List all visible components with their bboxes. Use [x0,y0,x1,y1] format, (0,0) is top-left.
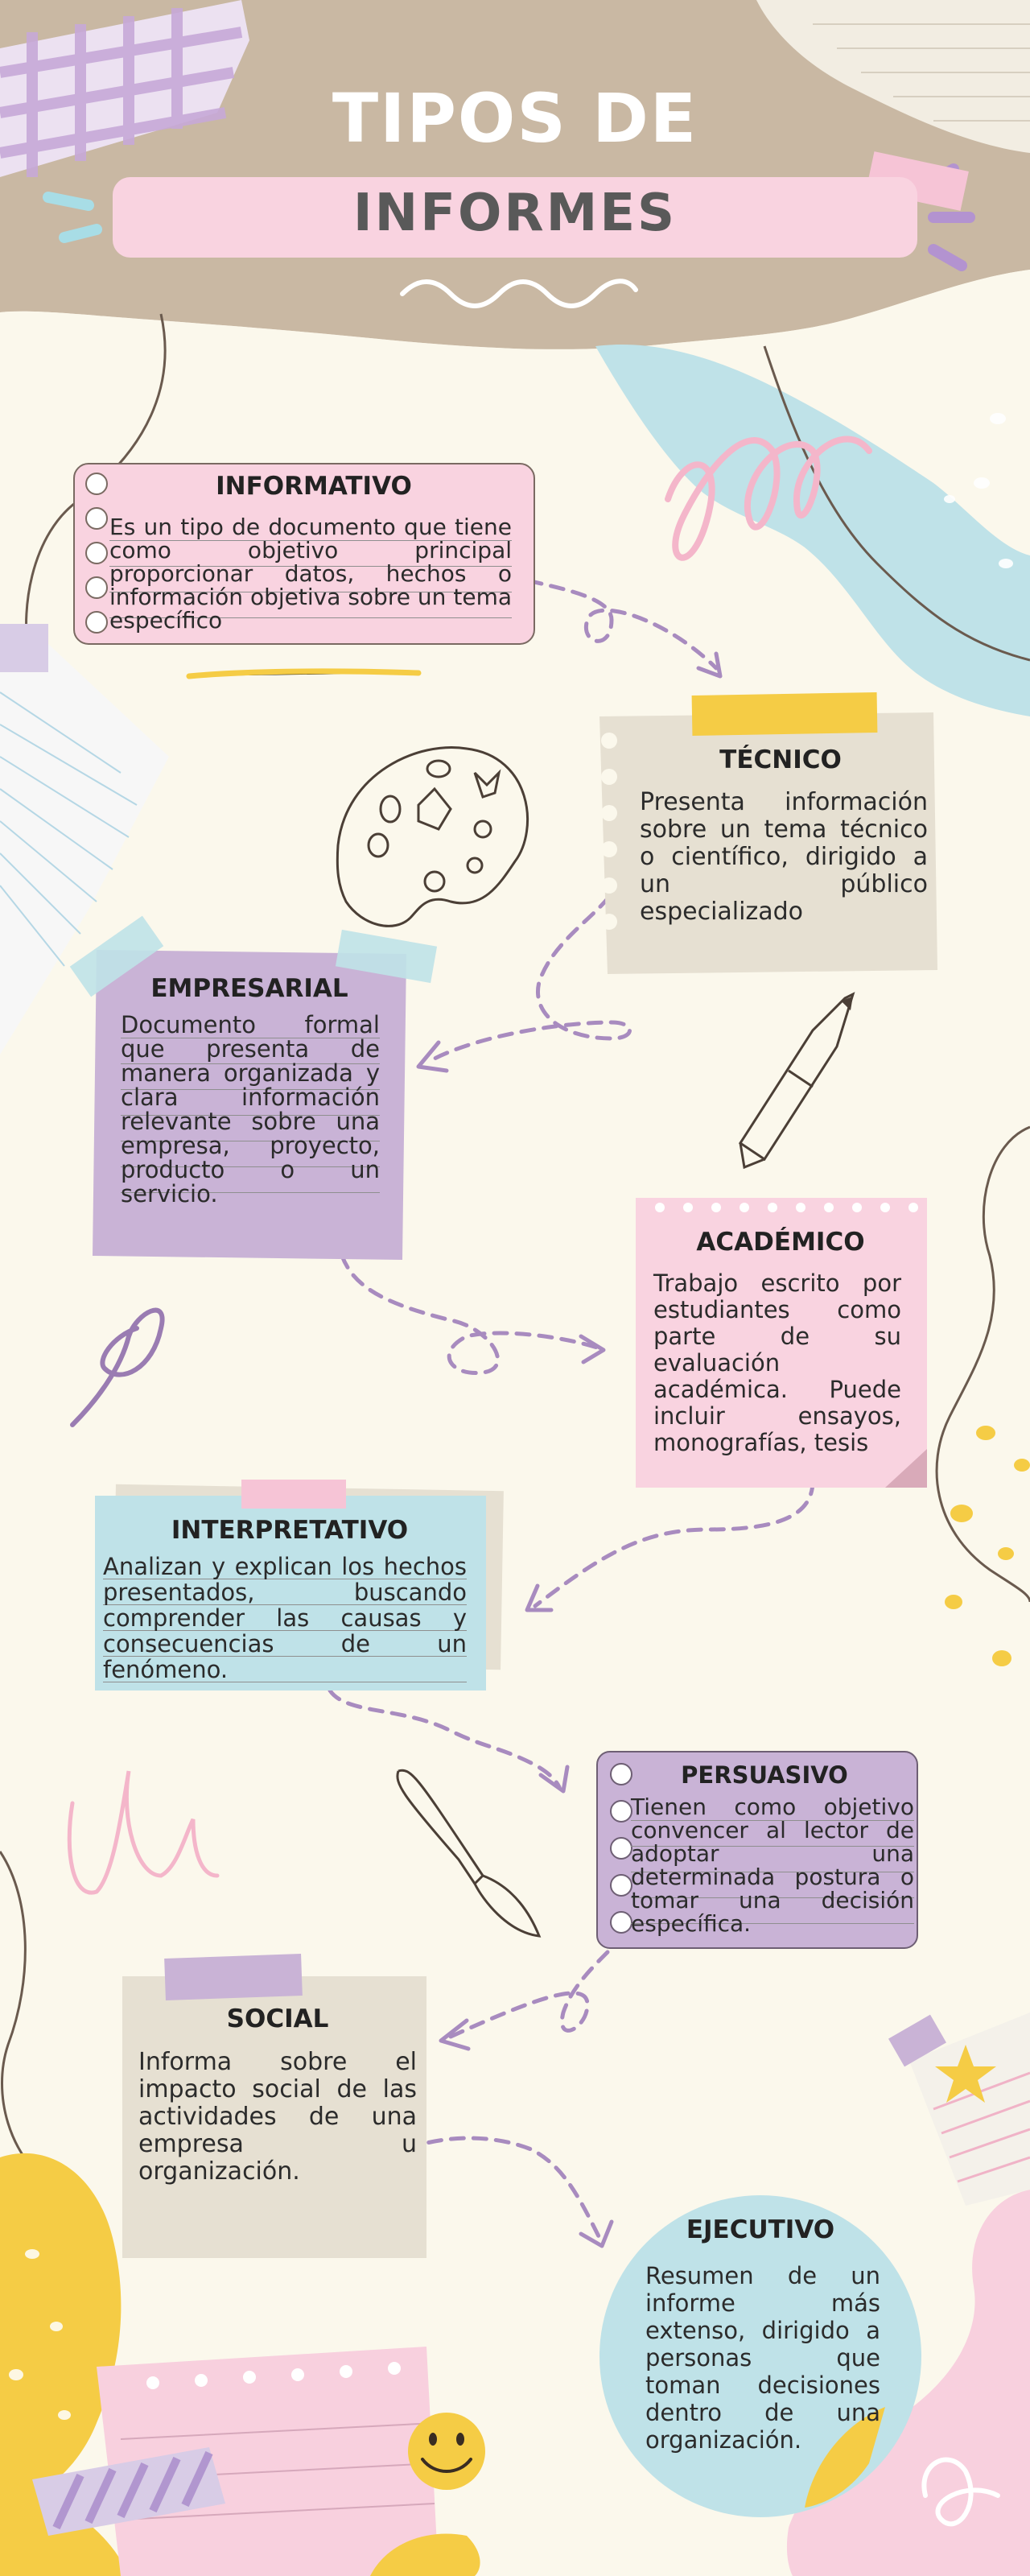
title-banner [113,177,917,258]
card-body-persuasivo: Tienen como objetivo convencer al lector… [631,1794,914,1937]
card-title-empresarial: EMPRESARIAL [150,974,348,1003]
card-body-interpretativo: Analizan y explican los hechos presentad… [103,1553,467,1683]
card-title-interpretativo: INTERPRETATIVO [171,1516,409,1545]
page-title-line2: INFORMES [352,184,678,243]
blue-blob [595,345,1030,716]
pencil-doodle [738,992,855,1170]
smiley-face-sticker [408,2413,485,2490]
card-body-tecnico: Presenta información sobre un tema técni… [640,788,928,926]
card-body-empresarial: Documento formal que presenta de manera … [121,1011,380,1208]
card-title-informativo: INFORMATIVO [216,472,412,501]
card-body-ejecutivo: Resumen de un informe más extenso, dirig… [645,2262,880,2454]
yellow-blob [0,2153,122,2512]
lined-paper-left [0,624,169,1055]
pink-loops-doodle [665,436,872,561]
card-body-social: Informa sobre el impacto social de las a… [138,2048,417,2186]
star-icon [935,2045,996,2103]
paint-palette-doodle [336,746,529,927]
card-body-informativo: Es un tipo de documento que tiene como o… [109,514,512,634]
page-title-line1: TIPOS DE [332,79,698,158]
card-title-academico: ACADÉMICO [696,1228,865,1257]
lined-paper-top-right [756,0,1030,153]
lined-paper-right [888,2013,1030,2206]
plaid-paper-top-left [0,0,249,177]
card-body-academico: Trabajo escrito por estudiantes como par… [653,1269,901,1456]
striped-tape-bottom [32,2447,225,2536]
kraft-paper-header [0,0,1030,349]
card-title-ejecutivo: EJECUTIVO [686,2215,835,2244]
card-title-tecnico: TÉCNICO [719,745,842,774]
card-title-social: SOCIAL [226,2004,329,2033]
card-title-persuasivo: PERSUASIVO [681,1761,848,1789]
paintbrush-doodle [396,1769,542,1938]
